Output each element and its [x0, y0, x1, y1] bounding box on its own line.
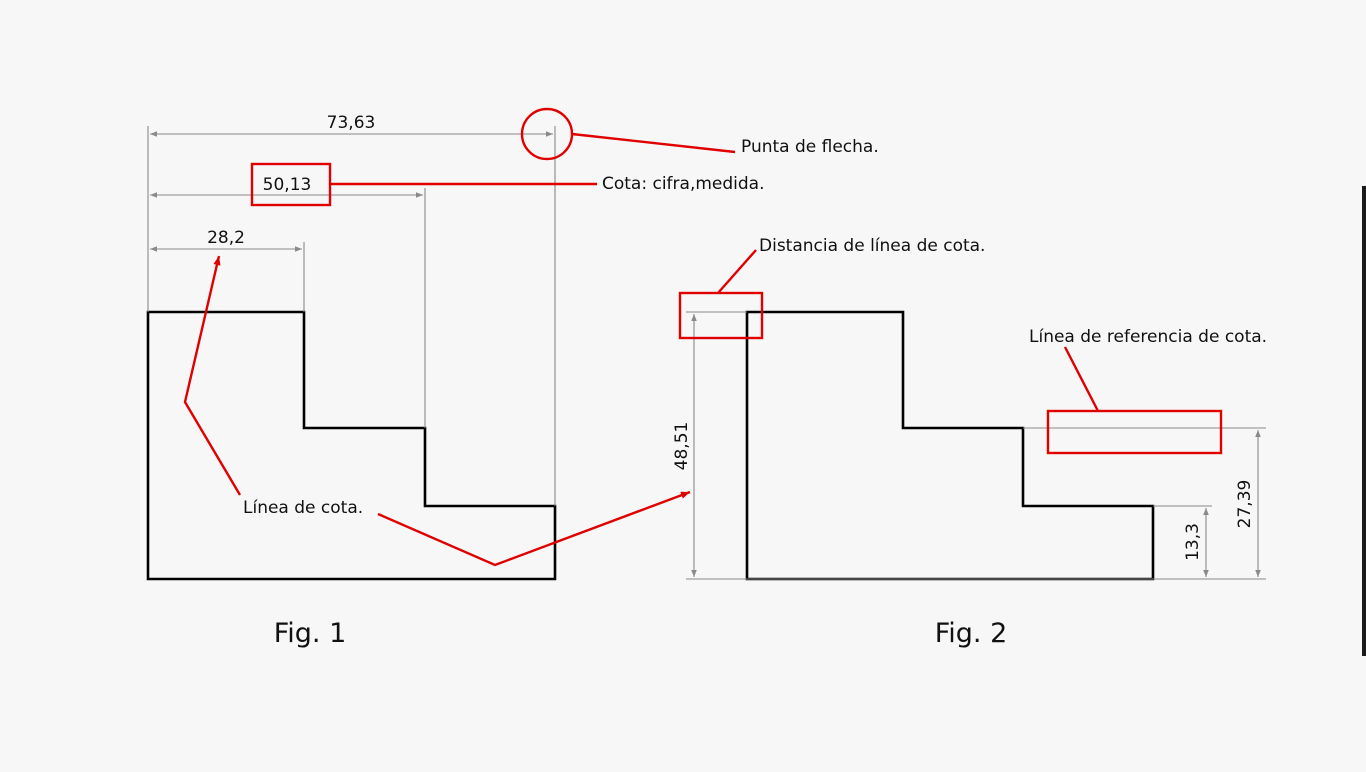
fig2-drawing: 48,51 13,3 27,39 Fig. 2	[672, 310, 1266, 649]
fig1-caption: Fig. 1	[274, 618, 347, 649]
fig1-dim-73: 73,63	[327, 113, 376, 133]
dimension-value-label: Cota: cifra,medida.	[602, 174, 765, 194]
dimension-line-label: Línea de cota.	[243, 498, 363, 518]
fig1-drawing: 73,63 50,13 28,2 Fig. 1	[146, 113, 557, 649]
fig2-dim-27: 27,39	[1235, 480, 1255, 529]
fig1-dim-28: 28,2	[207, 228, 245, 248]
right-edge-scrollbar-strip	[1362, 186, 1366, 656]
fig1-object-outline	[146, 310, 557, 581]
extension-line-leader	[1063, 346, 1100, 412]
dimension-line-leader-2	[377, 490, 691, 567]
fig2-dim-48: 48,51	[672, 422, 692, 471]
dimension-line-leader-1	[183, 255, 242, 496]
extension-line-highlight-box	[1046, 409, 1223, 455]
arrowhead-leader-line	[571, 132, 736, 154]
fig2-caption: Fig. 2	[935, 618, 1008, 649]
dimension-line-distance-leader	[717, 249, 757, 294]
dimension-line-distance-label: Distancia de línea de cota.	[759, 236, 985, 256]
fig1-annotations: Punta de flecha. Cota: cifra,medida. Lín…	[183, 107, 879, 567]
extension-line-label: Línea de referencia de cota.	[1029, 327, 1267, 347]
arrowhead-label: Punta de flecha.	[741, 137, 879, 157]
fig2-dim-13: 13,3	[1183, 523, 1203, 561]
fig2-object-outline	[745, 310, 1155, 581]
fig2-annotations: Distancia de línea de cota. Línea de ref…	[678, 236, 1267, 455]
dimension-line-distance-highlight-box	[678, 291, 764, 340]
fig1-dim-50: 50,13	[263, 175, 312, 195]
